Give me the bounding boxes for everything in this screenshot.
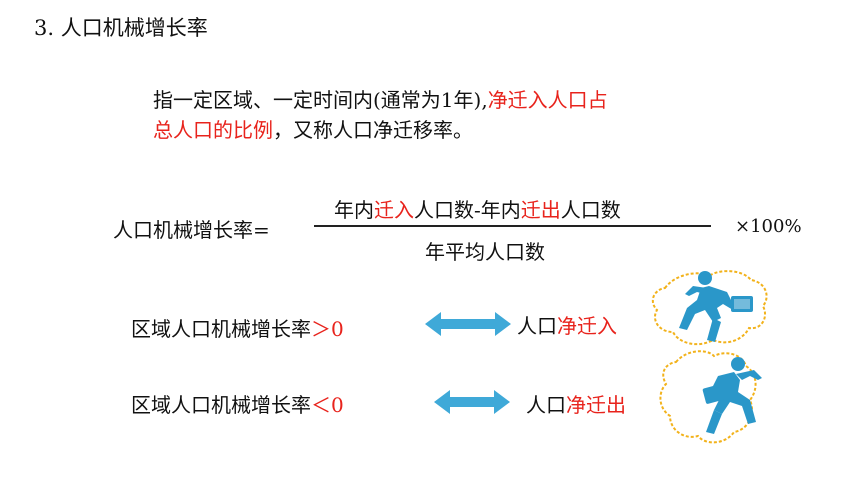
definition-text: ，又称人口净迁移率。 [273, 118, 473, 142]
double-arrow-icon [434, 390, 510, 414]
formula-label: 人口机械增长率= [113, 218, 270, 242]
running-man-migrating-out-icon [659, 350, 762, 444]
row-result-highlight: 净迁入 [557, 314, 617, 338]
numerator-part: 年内 [334, 198, 374, 222]
running-man-migrating-in-icon [651, 270, 768, 346]
formula-multiplier: ×100% [735, 216, 802, 237]
fraction-bar [314, 225, 711, 227]
row-label-negative: 区域人口机械增长率＜0 [131, 389, 344, 418]
definition-line-2: 总人口的比例，又称人口净迁移率。 [153, 114, 473, 143]
row-label-text: 区域人口机械增长率 [131, 317, 311, 341]
row-result-highlight: 净迁出 [566, 393, 626, 417]
definition-line-1: 指一定区域、一定时间内(通常为1年),净迁入人口占 [153, 84, 608, 113]
definition-text: 指一定区域、一定时间内(通常为1年), [153, 88, 488, 112]
numerator-part-highlight: 迁出 [520, 198, 561, 222]
row-result-text: 人口 [517, 314, 557, 338]
row-label-positive: 区域人口机械增长率＞0 [131, 313, 344, 342]
formula-denominator: 年平均人口数 [425, 240, 545, 264]
double-arrow-icon [425, 312, 511, 336]
numerator-part: 人口数-年内 [414, 198, 521, 222]
definition-highlight: 净迁入人口占 [487, 88, 608, 112]
definition-highlight: 总人口的比例 [153, 118, 273, 142]
comparator-greater: ＞0 [311, 317, 344, 341]
numerator-part-highlight: 迁入 [374, 198, 414, 222]
row-result-in: 人口净迁入 [517, 310, 617, 339]
page-title: 3. 人口机械增长率 [34, 16, 208, 40]
row-label-text: 区域人口机械增长率 [131, 393, 311, 417]
comparator-less: ＜0 [311, 393, 344, 417]
numerator-part: 人口数 [560, 198, 621, 222]
formula-numerator: 年内迁入人口数-年内迁出人口数 [334, 194, 621, 223]
row-result-text: 人口 [526, 393, 566, 417]
row-result-out: 人口净迁出 [526, 389, 626, 418]
